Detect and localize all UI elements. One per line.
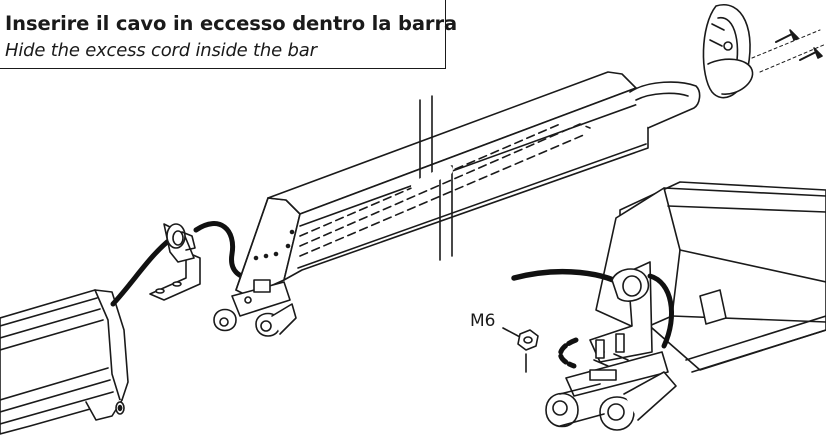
main-bar (235, 71, 701, 297)
bracket-closeup (558, 261, 674, 369)
nut-size-label: M6 (470, 311, 496, 331)
caption-box: Inserire il cavo in eccesso dentro la ba… (0, 0, 457, 69)
m6-nut (502, 327, 539, 373)
mounting-bracket-left (149, 223, 201, 301)
cable-holder-clip (702, 3, 754, 99)
hinge-assembly-small (213, 279, 297, 337)
left-bar-end (0, 289, 129, 435)
hinge-assembly-closeup (545, 351, 677, 431)
bar-break-marks (411, 95, 453, 261)
caption-title: Inserire il cavo in eccesso dentro la ba… (5, 12, 458, 35)
screws (751, 29, 826, 73)
caption-subtitle: Hide the excess cord inside the bar (5, 40, 317, 61)
cable-left (110, 235, 175, 307)
